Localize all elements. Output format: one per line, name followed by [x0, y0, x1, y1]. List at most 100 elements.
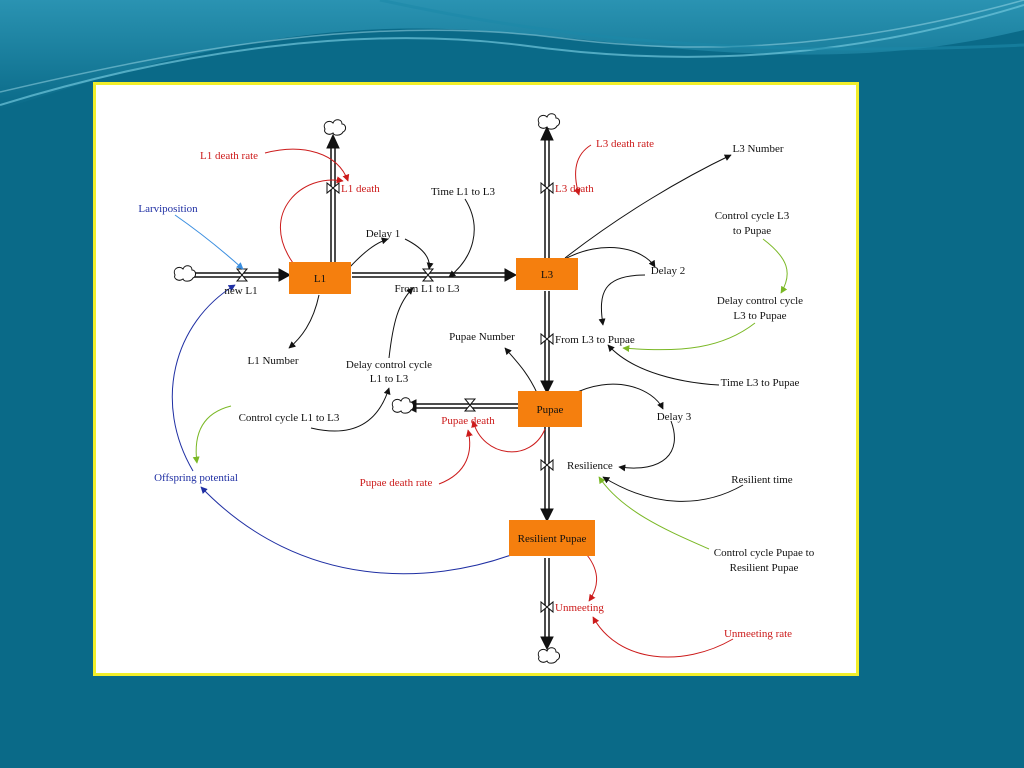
stock-l3[interactable]: L3: [516, 258, 578, 290]
arrow-l1-to-l1-death: [280, 176, 344, 264]
valves: [235, 181, 554, 614]
pipe-l1-death: [330, 143, 336, 263]
var-l1-death-rate: L1 death rate: [200, 150, 258, 162]
arrow-unmeeting-rate-to-unmeeting: [592, 616, 734, 658]
pipe-l3-death: [544, 135, 550, 258]
arrow-time-l3-pupae-to-flow: [607, 344, 720, 386]
arrow-delay2-to-flow: [598, 274, 646, 326]
clouds: [173, 113, 560, 664]
arrow-time-l1-l3-to-flow: [448, 198, 475, 278]
pipe-pupae-death: [411, 403, 518, 409]
stock-l1[interactable]: L1: [289, 262, 351, 294]
wave-line-2: [0, 0, 1024, 93]
pipe-l1-l3: [352, 272, 511, 278]
pipe-l3-pupae-head: [540, 380, 554, 395]
valve-icon: [235, 268, 249, 282]
var-control-cycle-l1-to-l3: Control cycle L1 to L3: [239, 412, 340, 424]
cloud-icon: [173, 265, 196, 282]
arrow-pupae-to-delay3: [570, 383, 664, 410]
var-control-cycle-pupae-resilient-line2: Resilient Pupae: [730, 562, 799, 574]
arrow-l3-to-delay2: [562, 247, 656, 268]
arrow-ctrl-l1-to-offspring: [192, 405, 232, 464]
pipe-l1-l3-head: [504, 268, 518, 282]
var-pupae-death-rate: Pupae death rate: [360, 477, 433, 489]
flow-from-l1-l3-label: From L1 to L3: [394, 283, 460, 295]
arrow-l3-death-rate-to-l3-death: [573, 144, 592, 196]
arrow-ctrl-pupae-to-resilience: [598, 476, 710, 550]
var-delay-control-cycle-l3-pupae-line2: L3 to Pupae: [733, 310, 786, 322]
causal-arrows-black: [288, 154, 744, 502]
wave-line-1: [0, 4, 1024, 106]
pipe-l1-death-head: [326, 133, 340, 149]
arrow-delay-ctrl-l3-to-flow: [622, 322, 756, 353]
var-pupae-number: Pupae Number: [449, 331, 515, 343]
pipe-unmeeting: [544, 558, 550, 643]
var-delay-1: Delay 1: [366, 228, 401, 240]
arrow-pupae-death-rate-to-death: [438, 429, 473, 485]
var-time-l3-to-pupae: Time L3 to Pupae: [721, 377, 800, 389]
cloud-icon: [537, 113, 560, 130]
pipe-l3-death-head: [540, 125, 554, 141]
var-unmeeting-rate: Unmeeting rate: [724, 628, 792, 640]
arrow-l1-death-rate-to-l1-death: [264, 148, 350, 182]
arrow-delay-ctrl-l1-to-flow: [388, 287, 414, 359]
flow-new-l1-label: new L1: [224, 285, 257, 297]
stock-resilient-pupae-label: Resilient Pupae: [518, 533, 587, 545]
var-delay-3: Delay 3: [657, 411, 692, 423]
arrow-ctrl-l3-pupae-to-delay-ctrl: [762, 238, 788, 294]
arrow-ctrl-l1-to-delay-ctrl: [310, 387, 391, 432]
valve-icon: [540, 600, 554, 614]
var-delay-control-cycle-l1-l3-line2: L1 to L3: [370, 373, 409, 385]
flow-from-l3-pupae-label: From L3 to Pupae: [555, 334, 635, 346]
valve-icon: [326, 181, 340, 195]
var-time-l1-to-l3: Time L1 to L3: [431, 186, 496, 198]
var-l3-death-rate: L3 death rate: [596, 138, 654, 150]
stock-pupae-label: Pupae: [537, 404, 564, 416]
flow-l3-death-label: L3 death: [555, 183, 594, 195]
pipe-resilience: [544, 427, 550, 515]
valve-icon: [540, 181, 554, 195]
arrow-pupae-to-pupae-number: [504, 347, 539, 396]
valve-icon: [540, 332, 554, 346]
valve-icon: [463, 398, 477, 412]
var-larviposition: Larviposition: [138, 203, 198, 215]
cloud-icon: [323, 119, 346, 136]
flow-pupae-death-label: Pupae death: [441, 415, 495, 427]
var-resilient-time: Resilient time: [731, 474, 793, 486]
var-l3-number: L3 Number: [732, 143, 783, 155]
var-control-cycle-pupae-resilient-line1: Control cycle Pupae to: [714, 547, 815, 559]
var-control-cycle-l3-pupae-line2: to Pupae: [733, 225, 771, 237]
causal-arrows-red: [264, 144, 734, 658]
flow-l1-death-label: L1 death: [341, 183, 380, 195]
stock-pupae[interactable]: Pupae: [518, 391, 582, 427]
arrow-larviposition-to-new-l1: [174, 214, 244, 270]
pipe-unmeeting-head: [540, 636, 554, 651]
stock-l1-label: L1: [314, 273, 326, 285]
arrow-resilient-to-offspring: [200, 486, 512, 575]
arrow-delay3-to-resilience: [618, 420, 675, 472]
wave-line-3: [379, 0, 1024, 51]
flow-pipes: [189, 125, 554, 651]
valve-icon: [540, 458, 554, 472]
stock-resilient-pupae[interactable]: Resilient Pupae: [509, 520, 595, 556]
pipe-new-l1-head: [278, 268, 292, 282]
valve-icon: [421, 268, 435, 282]
pipe-resilience-head: [540, 508, 554, 523]
arrow-resilient-to-unmeeting: [586, 554, 598, 602]
causal-arrows-green: [192, 238, 788, 550]
diagram-frame: L1 L3 Pupae Resilient Pupae new L1 L1 de…: [93, 82, 859, 676]
arrow-delay1-to-from-l1-l3: [404, 238, 434, 270]
pipe-new-l1: [189, 272, 285, 278]
var-l1-number: L1 Number: [247, 355, 298, 367]
arrow-l3-to-l3-number: [564, 154, 732, 259]
wave-band: [0, 0, 1024, 110]
var-delay-control-cycle-l1-l3-line1: Delay control cycle: [346, 359, 432, 371]
arrow-resilient-time-to-resilience: [602, 476, 744, 502]
var-delay-control-cycle-l3-pupae-line1: Delay control cycle: [717, 295, 803, 307]
arrow-offspring-to-new-l1: [171, 284, 236, 472]
stock-l3-label: L3: [541, 269, 554, 281]
arrow-l1-to-l1-number: [288, 294, 320, 349]
cloud-icon: [537, 647, 560, 664]
cloud-icon: [391, 397, 414, 414]
arrow-pupae-to-pupae-death: [471, 420, 546, 453]
